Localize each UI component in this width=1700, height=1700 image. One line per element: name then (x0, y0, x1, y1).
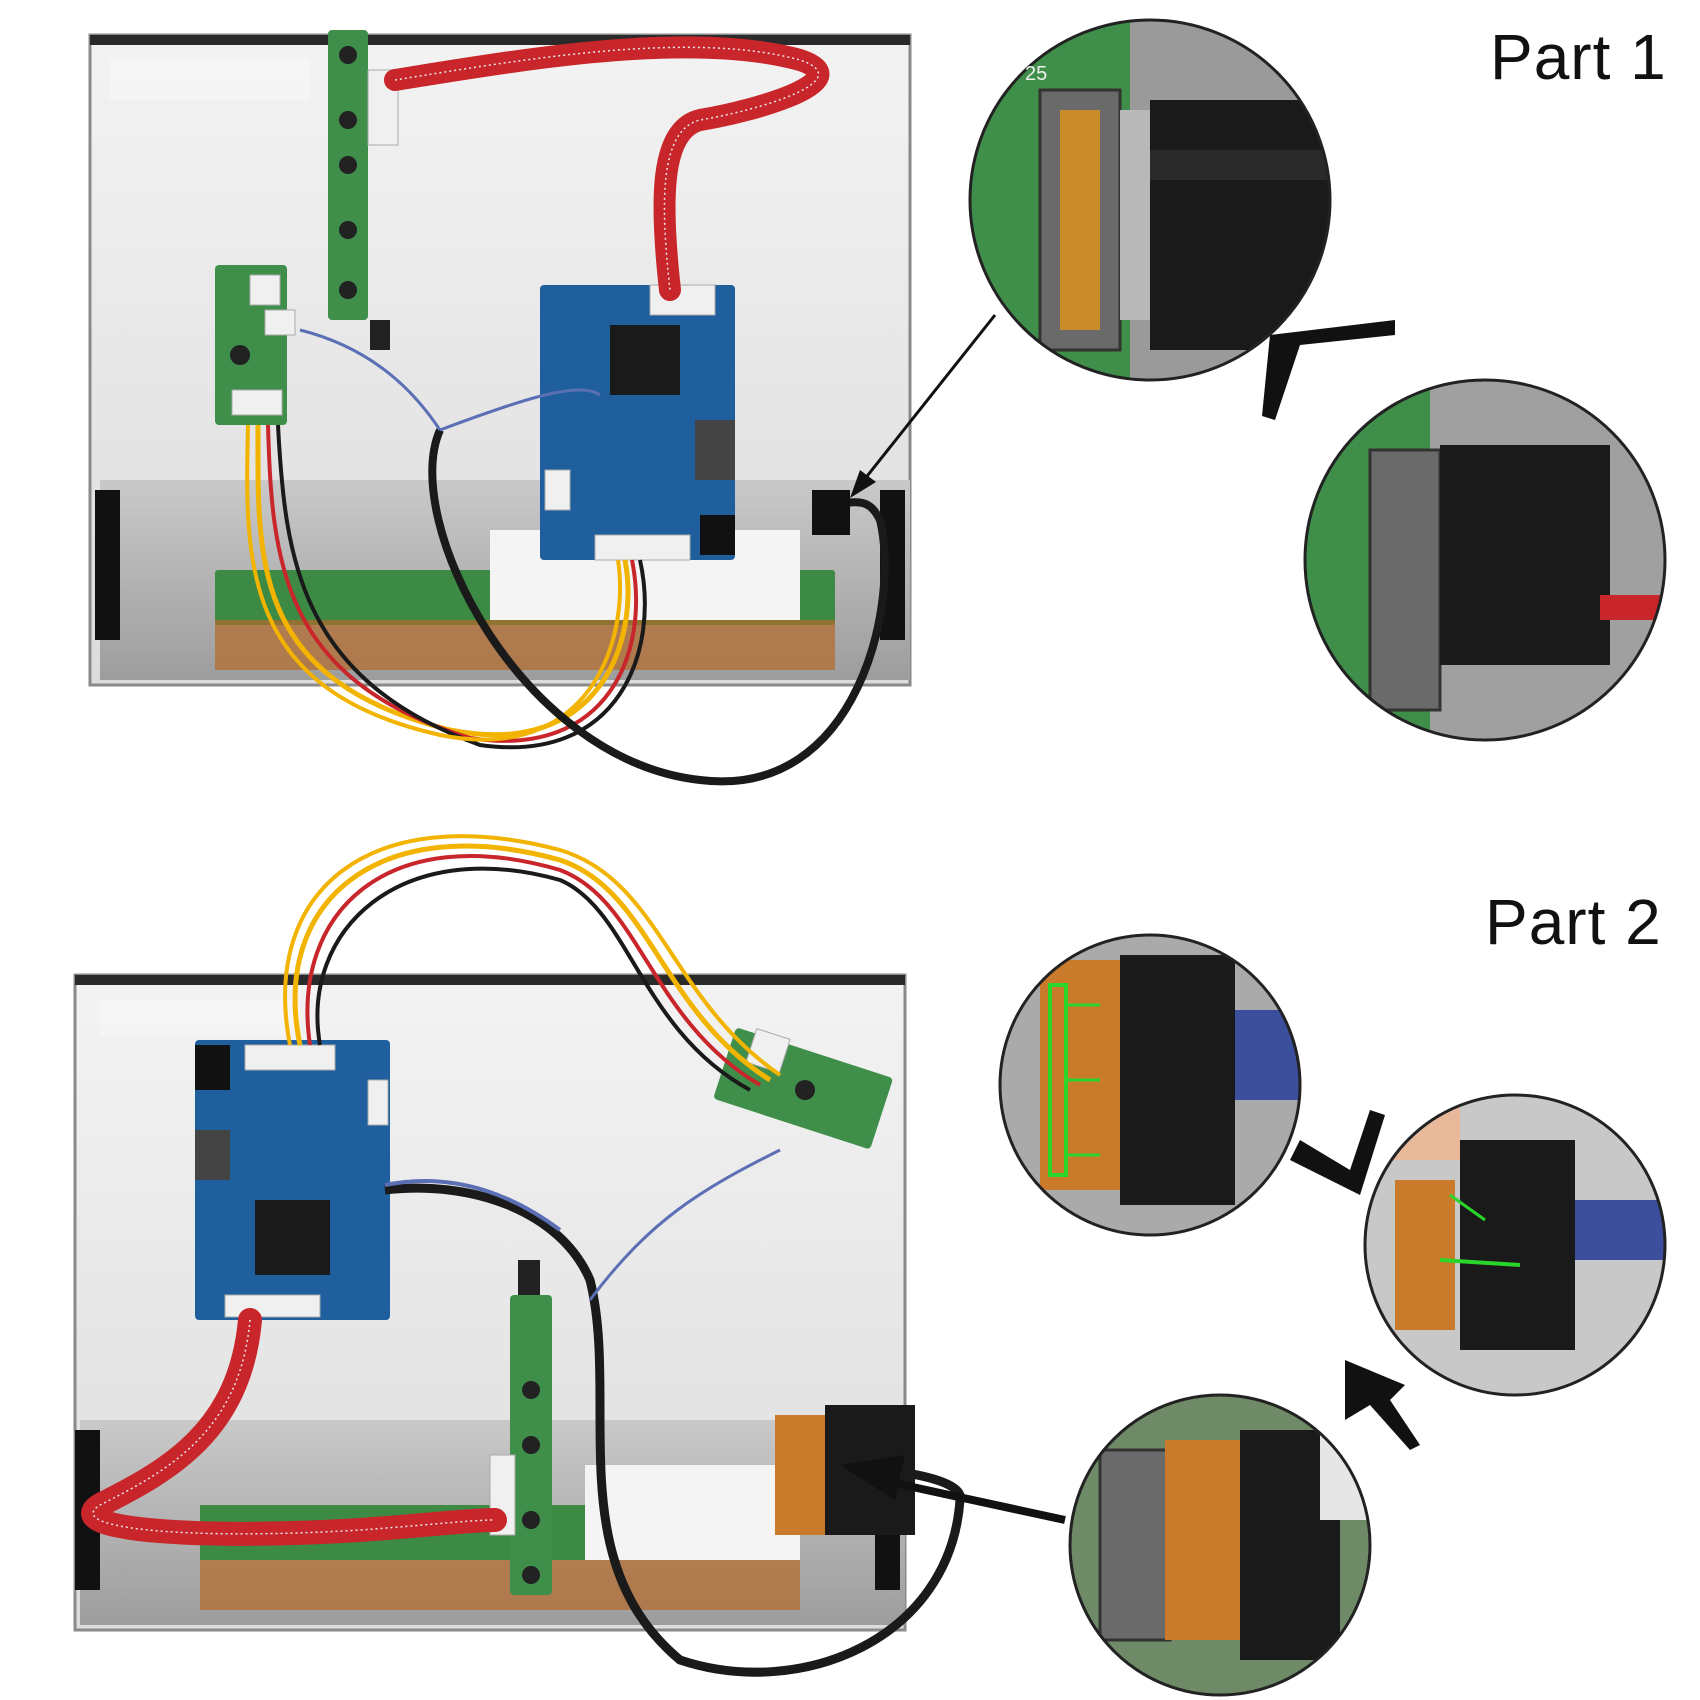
part1-assembly (88, 30, 997, 786)
part1-zoom-circle-2 (1303, 378, 1667, 742)
part2-zoom-circle-1 (998, 933, 1302, 1237)
part2-assembly (73, 834, 1066, 1677)
part1-zoom-circle-1: 25 (968, 18, 1332, 382)
part2-zoom-circle-3 (1068, 1393, 1372, 1697)
pcb-mark-text: 25 (1025, 63, 1047, 85)
arrow-part1 (1262, 320, 1395, 420)
part2-label: Part 2 (1485, 886, 1662, 958)
keypad-board-top (328, 30, 399, 350)
part1-label: Part 1 (1490, 21, 1667, 93)
arrow-part2-a (1290, 1110, 1385, 1195)
keypad-board-bottom (489, 1260, 552, 1595)
controller-board-bottom (195, 1040, 390, 1320)
controller-board-top (540, 284, 735, 561)
lvds-cable-top (428, 428, 889, 786)
part2-zoom-circle-2 (1363, 1093, 1667, 1397)
arrow-part2-b (1345, 1360, 1420, 1450)
touch-board-top (215, 265, 296, 425)
